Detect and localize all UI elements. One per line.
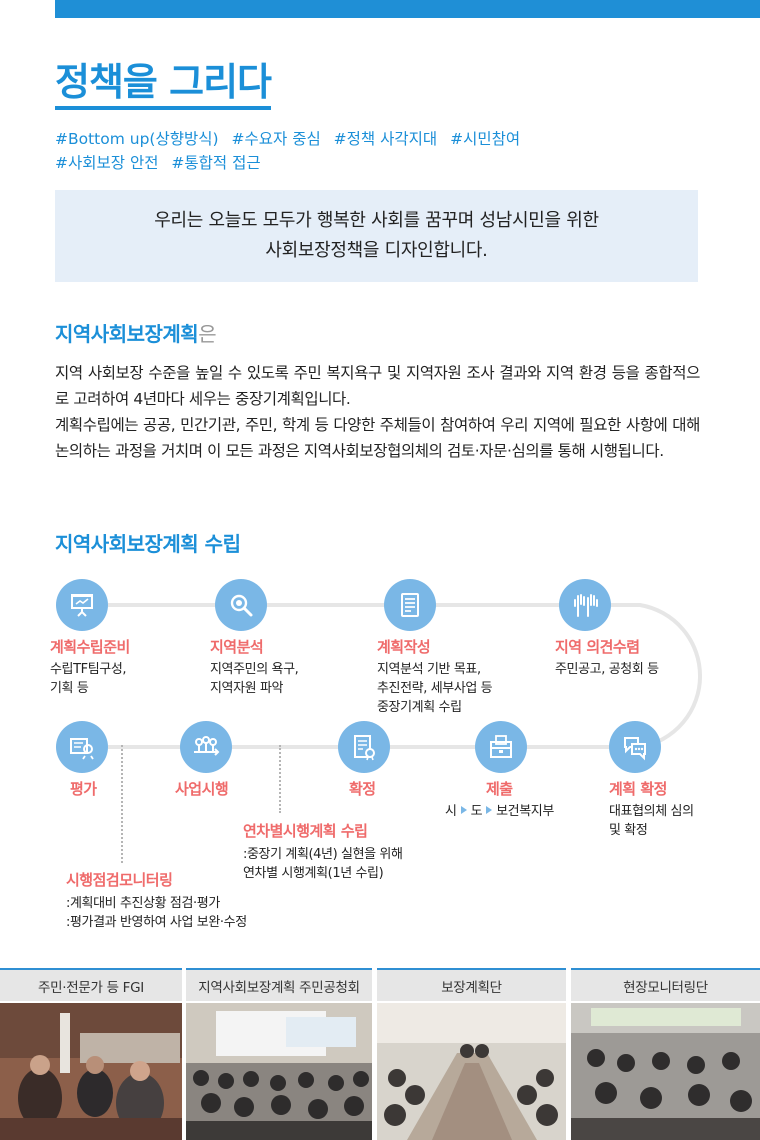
hashtag-list: #Bottom up(상향방식) #수요자 중심 #정책 사각지대 #시민참여 … — [55, 127, 715, 175]
top-accent-bar — [55, 0, 760, 18]
section-heading-plan: 지역사회보장계획은 — [55, 318, 217, 347]
intro-line: 사회보장정책을 디자인합니다. — [265, 240, 488, 261]
dotted-connector — [121, 745, 123, 863]
arrow-right-icon — [486, 806, 493, 814]
raised-hands-icon — [559, 579, 611, 631]
photo-caption: 보장계획단 — [377, 968, 566, 1001]
photo-card: 지역사회보장계획 주민공청회 — [186, 968, 372, 1140]
stage-title: 평가 — [70, 780, 97, 798]
stage-description: 수립TF팀구성,기획 등 — [50, 662, 127, 696]
stage-title: 계획 확정 — [609, 780, 667, 798]
hearing-photo — [186, 1003, 372, 1140]
photo-gallery: 주민·전문가 등 FGI 지역사회보장계획 주민공청회 — [0, 968, 760, 1140]
stage-description: 지역주민의 욕구,지역자원 파악 — [210, 662, 299, 696]
stage-title: 사업시행 — [175, 780, 229, 798]
presentation-icon — [56, 579, 108, 631]
dotted-connector — [279, 745, 281, 813]
submit-box-icon — [475, 721, 527, 773]
photo-caption: 현장모니터링단 — [571, 968, 760, 1001]
intro-statement-box: 우리는 오늘도 모두가 행복한 사회를 꿈꾸며 성남시민을 위한 사회보장정책을… — [55, 190, 698, 282]
photo-caption: 주민·전문가 등 FGI — [0, 968, 182, 1001]
meeting-photo — [0, 1003, 182, 1140]
speech-bubbles-icon — [609, 721, 661, 773]
stage-title: 지역분석 — [210, 638, 264, 656]
confirm-document-icon — [338, 721, 390, 773]
photo-card: 보장계획단 — [377, 968, 566, 1140]
stage-title: 제출 — [486, 780, 513, 798]
flow-connector — [108, 603, 702, 749]
photo-card: 주민·전문가 등 FGI — [0, 968, 182, 1140]
stage-title: 지역 의견수렴 — [555, 638, 640, 656]
photo-caption: 지역사회보장계획 주민공청회 — [186, 968, 372, 1001]
committee-photo — [377, 1003, 566, 1140]
stage-title: 계획수립준비 — [50, 638, 130, 656]
paragraph: 지역 사회보장 수준을 높일 수 있도록 주민 복지욕구 및 지역자원 조사 결… — [55, 364, 700, 408]
stage-title: 확정 — [349, 780, 376, 798]
monitoring-team-photo — [571, 1003, 760, 1140]
monitoring-description: :계획대비 추진상황 점검·평가:평가결과 반영하여 사업 보완·수정 — [66, 896, 247, 930]
hashtag: #사회보장 안전 — [55, 154, 159, 172]
magnifier-icon — [215, 579, 267, 631]
process-flow: 계획수립준비 수립TF팀구성,기획 등 지역분석 지역주민의 욕구,지역자원 파… — [0, 570, 760, 940]
page-title: 정책을 그리다 — [55, 58, 272, 110]
photo-card: 현장모니터링단 — [571, 968, 760, 1140]
hashtag: #Bottom up(상향방식) — [55, 130, 219, 148]
heading-main: 지역사회보장계획 — [55, 322, 199, 346]
hashtag: #시민참여 — [450, 130, 521, 148]
heading-suffix: 은 — [198, 322, 217, 346]
monitoring-title: 시행점검모니터링 — [66, 871, 173, 889]
intro-line: 우리는 오늘도 모두가 행복한 사회를 꿈꾸며 성남시민을 위한 — [154, 210, 599, 231]
section-heading-process: 지역사회보장계획 수립 — [55, 532, 241, 556]
stage-description: 주민공고, 공청회 등 — [555, 662, 659, 677]
document-icon — [384, 579, 436, 631]
arrow-right-icon — [460, 806, 467, 814]
hashtag: #정책 사각지대 — [333, 130, 438, 148]
plan-description: 지역 사회보장 수준을 높일 수 있도록 주민 복지욕구 및 지역자원 조사 결… — [55, 360, 700, 464]
hashtag: #통합적 접근 — [171, 154, 261, 172]
stage-title: 계획작성 — [377, 638, 431, 656]
annual-plan-title: 연차별시행계획 수립 — [243, 822, 368, 840]
evaluation-icon — [56, 721, 108, 773]
route-pins-icon — [180, 721, 232, 773]
paragraph: 계획수립에는 공공, 민간기관, 주민, 학계 등 다양한 주체들이 참여하여 … — [55, 416, 700, 460]
hashtag: #수요자 중심 — [231, 130, 321, 148]
